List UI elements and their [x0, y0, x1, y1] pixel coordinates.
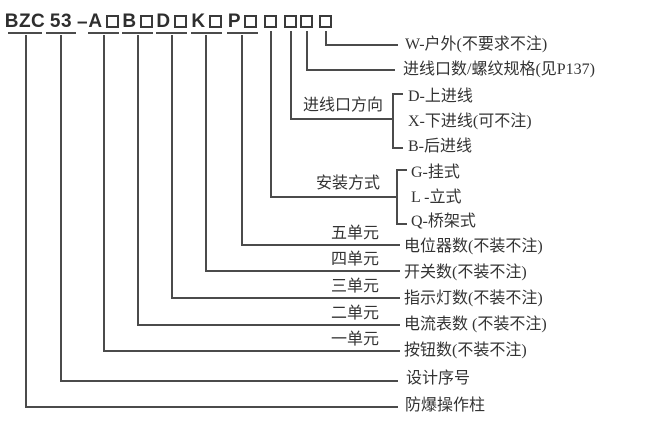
inlet-direction-bracket — [392, 93, 403, 149]
placeholder-box-icon — [300, 15, 313, 28]
connector-unit1-vertical — [103, 35, 105, 352]
connector-unit3-horizontal — [171, 297, 400, 299]
label-unit-one: 一单元 — [331, 331, 380, 348]
code-letter-p: P — [227, 10, 242, 32]
label-button-count: 按钮数(不装不注) — [404, 342, 527, 359]
placeholder-box-icon — [319, 15, 332, 28]
code-letter-d: D — [156, 10, 171, 32]
connector-unit5-vertical — [241, 35, 243, 246]
code-group-p: P — [227, 11, 258, 34]
connector-unit1-horizontal — [103, 350, 400, 352]
connector-series-vertical — [60, 35, 62, 382]
placeholder-box-icon — [244, 15, 258, 28]
connector-unit2-vertical — [137, 35, 139, 326]
label-mounting-option-l: L -立式 — [411, 189, 462, 206]
label-potentiometer-count: 电位器数(不装不注) — [404, 238, 543, 255]
connector-inlet-direction-horizontal — [290, 118, 392, 120]
label-indicator-lamp-count: 指示灯数(不装不注) — [404, 290, 543, 307]
code-group-a: A — [88, 11, 119, 34]
label-unit-three: 三单元 — [331, 278, 380, 295]
label-mounting-option-g: G-挂式 — [411, 164, 460, 181]
label-mounting-option-q: Q-桥架式 — [411, 213, 476, 230]
connector-series-horizontal — [60, 380, 398, 382]
connector-unit4-horizontal — [205, 270, 400, 272]
code-separator: – — [76, 11, 89, 33]
code-prefix-text: BZC — [4, 10, 46, 32]
connector-outdoor-horizontal — [325, 44, 398, 46]
code-prefix: BZC — [5, 11, 45, 34]
code-letter-b: B — [122, 10, 137, 32]
connector-outdoor-vertical — [325, 31, 327, 46]
placeholder-box-icon — [208, 15, 222, 28]
label-product-name: 防爆操作柱 — [405, 397, 486, 414]
placeholder-box-icon — [173, 15, 187, 28]
connector-unit5-horizontal — [241, 244, 400, 246]
label-outdoor: W-户外(不要求不注) — [405, 36, 548, 53]
code-group-k: K — [191, 11, 222, 34]
placeholder-box-icon — [284, 15, 297, 28]
label-unit-four: 四单元 — [331, 251, 380, 268]
label-unit-two: 二单元 — [331, 305, 380, 322]
connector-mounting-horizontal — [270, 196, 396, 198]
code-letter-k: K — [191, 10, 206, 32]
label-inlet-direction-group: 进线口方向 — [303, 97, 384, 114]
code-design-series: 53 — [46, 11, 76, 34]
code-letter-a: A — [88, 10, 103, 32]
connector-unit3-vertical — [171, 35, 173, 299]
placeholder-box-icon — [105, 15, 119, 28]
label-unit-five: 五单元 — [331, 225, 380, 242]
connector-unit4-vertical — [205, 35, 207, 272]
mounting-bracket — [396, 169, 407, 225]
code-group-d: D — [156, 11, 187, 34]
connector-unit2-horizontal — [137, 324, 400, 326]
label-inlet-count: 进线口数/螺纹规格(见P137) — [403, 61, 596, 78]
placeholder-box-icon — [139, 15, 153, 28]
label-inlet-direction-option-b: B-后进线 — [408, 138, 473, 155]
connector-product-horizontal — [25, 406, 398, 408]
label-ammeter-count: 电流表数 (不装不注) — [404, 316, 547, 333]
code-group-b: B — [122, 11, 153, 34]
connector-inlet-direction-vertical — [290, 31, 292, 120]
connector-inlet-count-horizontal — [306, 69, 395, 71]
connector-mounting-vertical — [270, 31, 272, 198]
label-switch-count: 开关数(不装不注) — [404, 264, 527, 281]
connector-inlet-count-vertical — [306, 31, 308, 71]
code-series-text: 53 — [49, 10, 73, 32]
label-inlet-direction-option-x: X-下进线(可不注) — [408, 113, 532, 130]
label-inlet-direction-option-d: D-上进线 — [408, 88, 473, 105]
connector-product-vertical — [25, 35, 27, 408]
placeholder-box-icon — [264, 15, 277, 28]
label-mounting-group: 安装方式 — [316, 175, 381, 192]
label-design-serial: 设计序号 — [406, 370, 471, 387]
